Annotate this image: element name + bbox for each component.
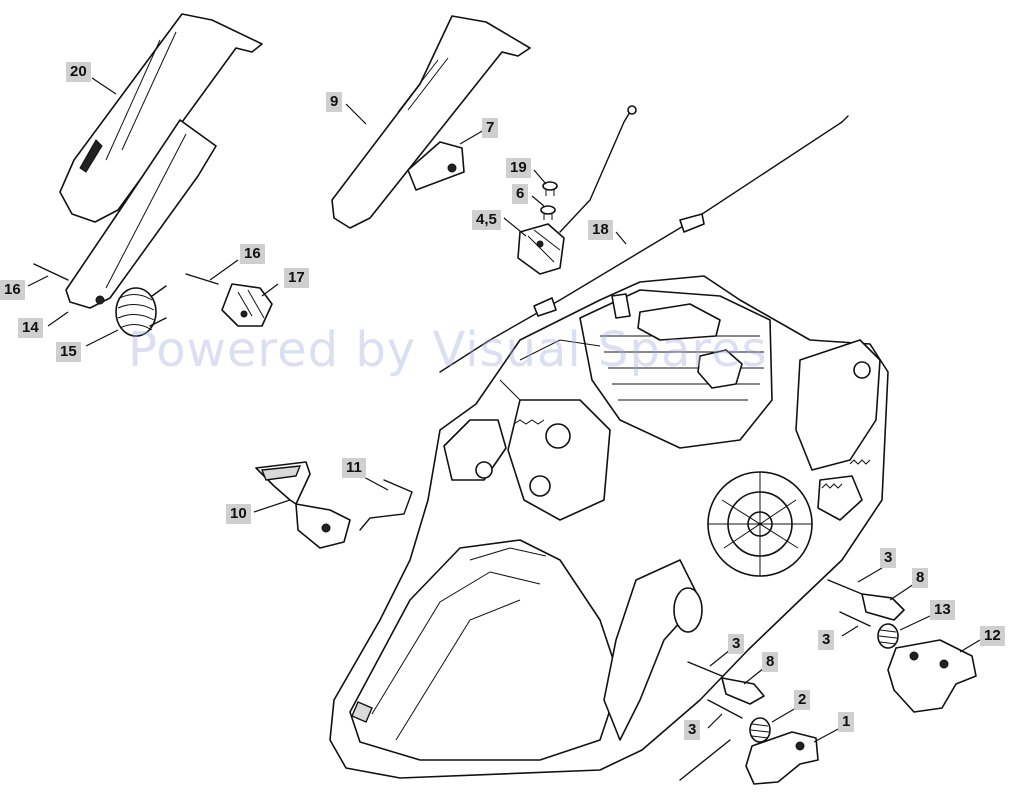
part-1-lever bbox=[679, 731, 819, 785]
callout-18: 18 bbox=[588, 220, 613, 240]
main-engine-housing bbox=[329, 275, 889, 779]
callout-9: 9 bbox=[326, 92, 343, 112]
part-6-screw bbox=[540, 205, 556, 220]
callout-12: 12 bbox=[980, 626, 1005, 646]
callout-3-c: 3 bbox=[728, 634, 745, 654]
part-11-spring-wire bbox=[359, 479, 413, 531]
part-8-slider-b bbox=[721, 677, 765, 705]
part-16-pin-left bbox=[33, 263, 69, 281]
callout-16-left: 16 bbox=[0, 280, 25, 300]
part-12-lever bbox=[887, 639, 977, 713]
part-3-pin-d bbox=[707, 699, 743, 719]
part-9-trigger-cover bbox=[331, 15, 531, 229]
callout-20: 20 bbox=[66, 62, 91, 82]
callout-1: 1 bbox=[838, 712, 855, 732]
callout-10: 10 bbox=[226, 504, 251, 524]
part-15-spring bbox=[115, 285, 167, 337]
part-2-spring bbox=[749, 717, 771, 743]
callout-15: 15 bbox=[56, 342, 81, 362]
part-3-pin-b bbox=[839, 611, 871, 627]
callout-6: 6 bbox=[512, 184, 529, 204]
callout-13: 13 bbox=[930, 600, 955, 620]
callout-3-a: 3 bbox=[880, 548, 897, 568]
callout-19: 19 bbox=[506, 158, 531, 178]
callout-17: 17 bbox=[284, 268, 309, 288]
callout-14: 14 bbox=[18, 318, 43, 338]
callout-3-d: 3 bbox=[684, 720, 701, 740]
callout-8-a: 8 bbox=[912, 568, 929, 588]
part-14-handle-molding bbox=[65, 119, 217, 309]
part-16-pin-mid bbox=[185, 273, 219, 285]
part-10-throttle-trigger bbox=[255, 461, 351, 549]
part-4-5-switch-assembly bbox=[517, 223, 565, 275]
part-18-throttle-cable bbox=[439, 105, 849, 373]
callout-8-b: 8 bbox=[762, 652, 779, 672]
callout-16-mid: 16 bbox=[240, 244, 265, 264]
part-3-pin-c bbox=[687, 661, 723, 677]
part-13-spring bbox=[877, 623, 899, 649]
part-19-screw bbox=[542, 181, 558, 196]
part-8-slider-a bbox=[861, 593, 905, 621]
callout-7: 7 bbox=[482, 118, 499, 138]
part-17-bracket bbox=[221, 283, 273, 327]
part-7-interlock-lever bbox=[407, 141, 465, 191]
callout-4-5: 4,5 bbox=[472, 210, 501, 230]
part-3-pin-a bbox=[827, 579, 863, 595]
part-20-handle-cover bbox=[59, 13, 263, 223]
leader-lines bbox=[27, 77, 981, 743]
callout-2: 2 bbox=[794, 690, 811, 710]
callout-3-b: 3 bbox=[818, 630, 835, 650]
callout-11: 11 bbox=[342, 458, 366, 478]
